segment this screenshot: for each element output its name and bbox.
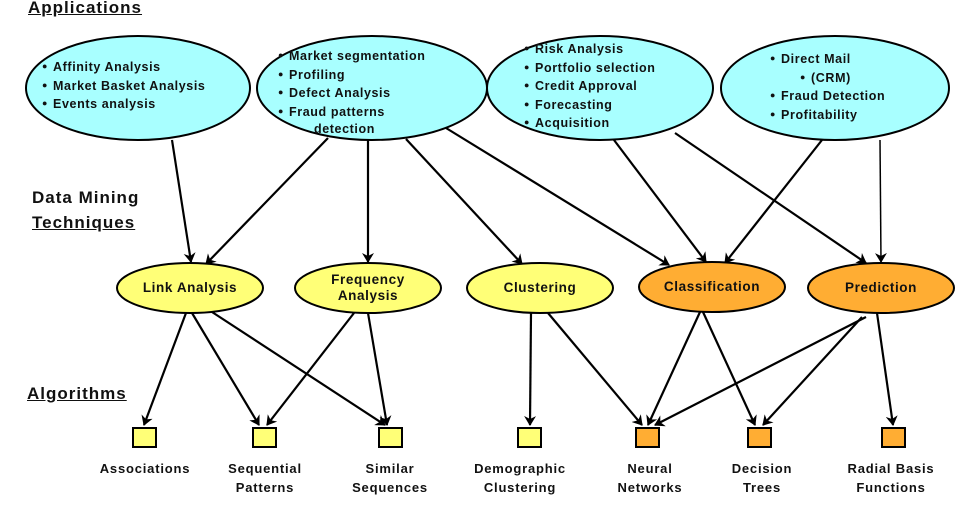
application-item: Events analysis [42, 95, 205, 114]
technique-label-line: Link Analysis [142, 280, 238, 295]
algorithm-label-line: Associations [99, 461, 191, 476]
edge-pred-to-rbf [875, 312, 898, 426]
algorithm-label-line: Clustering [483, 480, 557, 495]
section-title-applications: Applications [28, 0, 143, 17]
application-item: Market Basket Analysis [42, 77, 205, 96]
algorithm-label-line: Sequential [228, 461, 302, 476]
edge-app4-to-class [724, 139, 823, 264]
application-item: Fraud Detection [770, 87, 885, 106]
edge-pred-to-dt [762, 316, 863, 426]
edge-clust-to-nn [547, 312, 643, 426]
edge-app1-to-link [170, 139, 196, 263]
technique-label-line: Frequency [331, 272, 405, 287]
algorithm-label-sim: Similar Sequences [325, 459, 455, 497]
edge-app4-to-pred [874, 139, 887, 263]
algorithm-label-line: Sequences [352, 480, 428, 495]
application-item: Portfolio selection [524, 59, 656, 78]
application-item: Credit Approval [524, 77, 656, 96]
technique-label-clust: Clustering [467, 280, 613, 296]
application-text-app3: Risk Analysis Portfolio selection Credit… [524, 40, 656, 133]
application-item: Affinity Analysis [42, 58, 205, 77]
algorithm-label-line: Radial Basis [847, 461, 935, 476]
algorithm-node-nn[interactable] [635, 427, 660, 448]
edge-freq-to-seq [266, 312, 355, 426]
algorithm-label-assoc: Associations [80, 459, 210, 478]
application-item: Direct Mail [770, 50, 885, 69]
technique-node-freq[interactable] [294, 262, 442, 314]
algorithm-label-line: Decision [731, 461, 793, 476]
algorithm-label-line: Similar [365, 461, 415, 476]
technique-label-line: Analysis [337, 288, 399, 303]
section-title-techniques-line2: Techniques [32, 213, 136, 232]
technique-label-line: Classification [663, 279, 761, 294]
edge-freq-to-sim [366, 312, 392, 426]
application-item: Profiling [278, 66, 425, 85]
algorithm-node-rbf[interactable] [881, 427, 906, 448]
algorithm-node-dt[interactable] [747, 427, 772, 448]
edges-layer [141, 127, 898, 427]
edge-class-to-nn [646, 311, 701, 426]
algorithm-label-dt: Decision Trees [697, 459, 827, 497]
algorithm-node-assoc[interactable] [132, 427, 157, 448]
technique-node-pred[interactable] [807, 262, 955, 314]
edge-pred-to-nn [654, 316, 867, 427]
application-item: Profitability [770, 106, 885, 125]
technique-node-clust[interactable] [466, 262, 614, 314]
edge-app2-to-class [445, 127, 670, 266]
application-text-app4: Direct Mail (CRM) Fraud Detection Profit… [770, 50, 885, 124]
algorithm-label-rbf: Radial Basis Functions [826, 459, 956, 497]
application-text-app2: Market segmentation Profiling Defect Ana… [278, 47, 425, 139]
technique-label-line: Clustering [503, 280, 577, 295]
edge-link-to-assoc [141, 312, 188, 426]
application-item: Fraud patterns [278, 103, 425, 122]
application-item: Acquisition [524, 114, 656, 133]
algorithm-label-nn: Neural Networks [585, 459, 715, 497]
technique-label-link: Link Analysis [117, 280, 263, 296]
algorithm-node-seq[interactable] [252, 427, 277, 448]
edge-class-to-dt [702, 311, 757, 426]
technique-label-class: Classification [639, 279, 785, 295]
edge-clust-to-demo [524, 312, 537, 426]
algorithm-label-line: Trees [743, 480, 781, 495]
edge-app2-to-clust [405, 138, 523, 265]
edge-link-to-seq [191, 312, 260, 426]
application-item-continuation: detection [314, 122, 375, 136]
technique-label-pred: Prediction [808, 280, 954, 296]
application-item: Risk Analysis [524, 40, 656, 59]
algorithm-label-line: Neural [627, 461, 673, 476]
algorithm-label-demo: Demographic Clustering [455, 459, 585, 497]
application-text-app1: Affinity Analysis Market Basket Analysis… [42, 58, 205, 114]
algorithm-label-seq: Sequential Patterns [200, 459, 330, 497]
algorithm-node-demo[interactable] [517, 427, 542, 448]
application-item: Defect Analysis [278, 84, 425, 103]
algorithm-label-line: Demographic [474, 461, 566, 476]
edge-app3-to-class [613, 139, 707, 263]
technique-label-freq: Frequency Analysis [295, 272, 441, 304]
section-title-algorithms: Algorithms [27, 384, 127, 403]
technique-node-class[interactable] [638, 261, 786, 313]
technique-label-line: Prediction [844, 280, 917, 295]
application-item: Forecasting [524, 96, 656, 115]
edge-app2-to-link [205, 137, 329, 265]
application-item: Market segmentation [278, 47, 425, 66]
application-item: (CRM) [770, 69, 885, 88]
edge-app3-to-pred [674, 132, 867, 264]
algorithm-label-line: Networks [617, 480, 683, 495]
edge-link-to-sim [211, 311, 386, 426]
algorithm-label-line: Functions [856, 480, 926, 495]
section-title-techniques-line1: Data Mining [32, 188, 140, 207]
algorithm-node-sim[interactable] [378, 427, 403, 448]
technique-node-link[interactable] [116, 262, 264, 314]
algorithm-label-line: Patterns [235, 480, 295, 495]
